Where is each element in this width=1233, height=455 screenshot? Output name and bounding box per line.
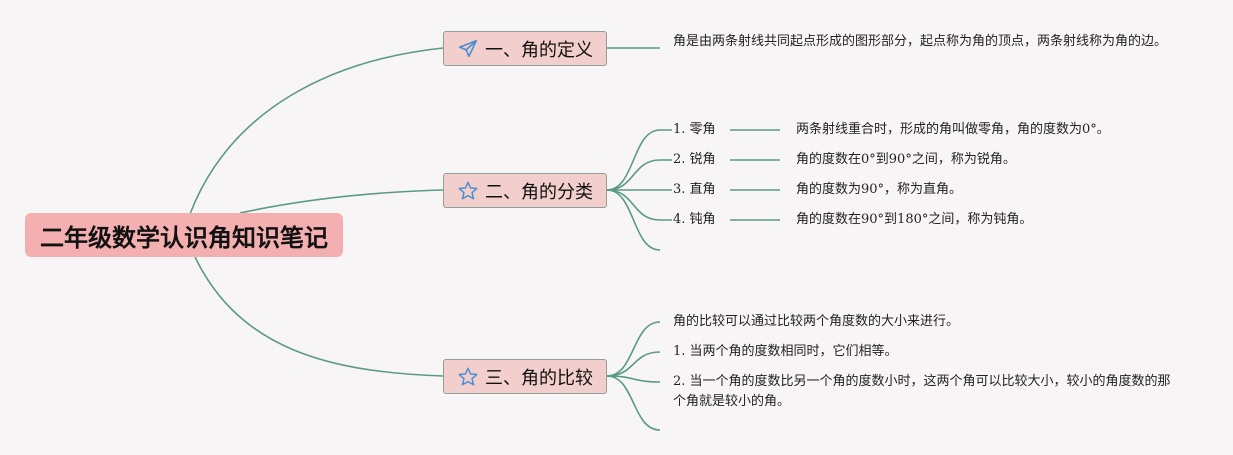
link-branch2-item2 — [606, 159, 661, 191]
classification-item-name[interactable]: 3. 直角 — [673, 182, 716, 197]
branch-comparison[interactable]: 三、角的比较 — [443, 359, 607, 394]
link-branch2-item5 — [606, 189, 661, 251]
link-root-branch2 — [239, 189, 444, 214]
branch-label: 二、角的分类 — [485, 181, 593, 203]
branch-label: 三、角的比较 — [485, 367, 593, 389]
link-branch3-item1 — [606, 321, 661, 377]
star-icon — [457, 366, 479, 388]
comparison-item[interactable]: 2. 当一个角的度数比另一个角的度数小时，这两个角可以比较大小，较小的角度数的那… — [673, 374, 1171, 409]
link-root-branch3 — [194, 256, 444, 377]
branch-label: 一、角的定义 — [485, 39, 593, 61]
paper-plane-icon — [457, 38, 479, 60]
star-icon — [457, 180, 479, 202]
classification-item-name[interactable]: 4. 钝角 — [673, 212, 716, 227]
link-branch2-item1 — [606, 129, 661, 191]
definition-text[interactable]: 角是由两条射线共同起点形成的图形部分，起点称为角的顶点，两条射线称为角的边。 — [673, 34, 1168, 49]
comparison-item[interactable]: 1. 当两个角的度数相同时，它们相等。 — [673, 344, 898, 359]
classification-item-name[interactable]: 2. 锐角 — [673, 152, 716, 167]
link-branch3-item2 — [606, 351, 661, 377]
link-root-branch1 — [189, 47, 444, 215]
root-topic[interactable]: 二年级数学认识角知识笔记 — [25, 213, 343, 257]
branch-definition[interactable]: 一、角的定义 — [443, 31, 607, 66]
branch-classification[interactable]: 二、角的分类 — [443, 173, 607, 208]
link-branch3-item4 — [606, 375, 661, 431]
classification-item-desc[interactable]: 角的度数在90°到180°之间，称为钝角。 — [796, 212, 1033, 227]
link-branch2-item4 — [606, 189, 661, 221]
classification-item-desc[interactable]: 角的度数为90°，称为直角。 — [796, 182, 963, 197]
comparison-item[interactable]: 角的比较可以通过比较两个角度数的大小来进行。 — [673, 314, 960, 329]
classification-item-desc[interactable]: 角的度数在0°到90°之间，称为锐角。 — [796, 152, 1016, 167]
classification-item-desc[interactable]: 两条射线重合时，形成的角叫做零角，角的度数为0°。 — [796, 122, 1110, 137]
classification-item-name[interactable]: 1. 零角 — [673, 122, 716, 137]
